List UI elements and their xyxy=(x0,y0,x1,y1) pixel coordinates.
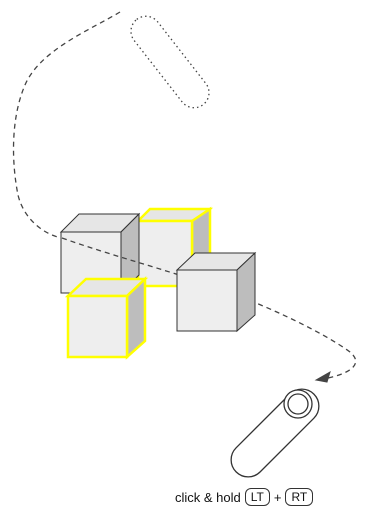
arrowhead-icon xyxy=(314,370,331,383)
mouse-ghost-icon xyxy=(130,15,210,109)
cube-unselected-right xyxy=(175,251,257,333)
cube-unselected-left xyxy=(59,212,141,295)
cube-selected-front xyxy=(64,276,149,360)
hint-action-text: click & hold xyxy=(175,489,241,505)
key-lt: LT xyxy=(244,488,270,506)
drag-path-upper xyxy=(12,11,121,239)
control-hint: click & hold LT + RT xyxy=(175,485,314,509)
mouse-icon xyxy=(230,388,320,478)
plus-sign: + xyxy=(273,489,282,505)
key-rt: RT xyxy=(285,488,314,506)
